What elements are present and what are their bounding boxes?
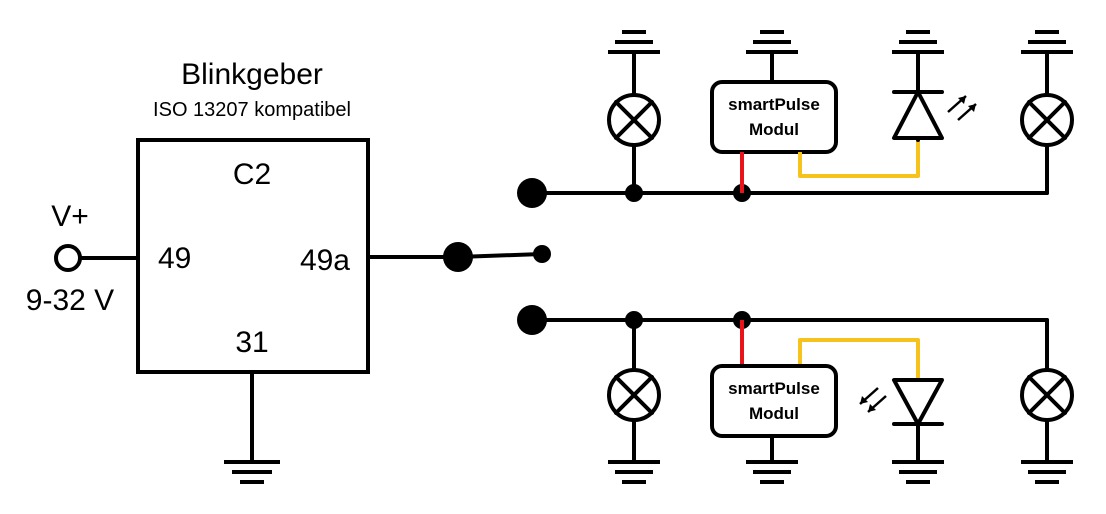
supply-label: V+: [51, 200, 89, 233]
lower-bus: [517, 305, 1049, 374]
module-upper-line1: smartPulse: [728, 95, 820, 114]
lamp-icon: [1020, 30, 1074, 147]
switch-icon: [443, 242, 551, 272]
pin-31-label: 31: [235, 326, 268, 359]
relay-id-label: C2: [233, 158, 271, 191]
pin-49a-label: 49a: [300, 244, 350, 277]
supply-range: 9-32 V: [26, 284, 114, 317]
blinker-title: Blinkgeber: [181, 58, 323, 91]
pin-49-label: 49: [158, 242, 191, 275]
module-lower-line2: Modul: [749, 404, 799, 423]
supply-terminal-icon: [54, 244, 82, 272]
lamp-icon: [1020, 368, 1074, 484]
module-lower: smartPulse Modul: [710, 320, 920, 484]
blinker-subtitle: ISO 13207 kompatibel: [153, 99, 351, 121]
led-icon: [892, 30, 977, 142]
blinker-ground-icon: [224, 370, 280, 484]
lamp-icon: [607, 30, 661, 195]
module-lower-line1: smartPulse: [728, 379, 820, 398]
lamp-icon: [607, 318, 661, 484]
module-upper: smartPulse Modul: [710, 30, 920, 193]
led-icon: [859, 378, 944, 484]
module-upper-line2: Modul: [749, 120, 799, 139]
